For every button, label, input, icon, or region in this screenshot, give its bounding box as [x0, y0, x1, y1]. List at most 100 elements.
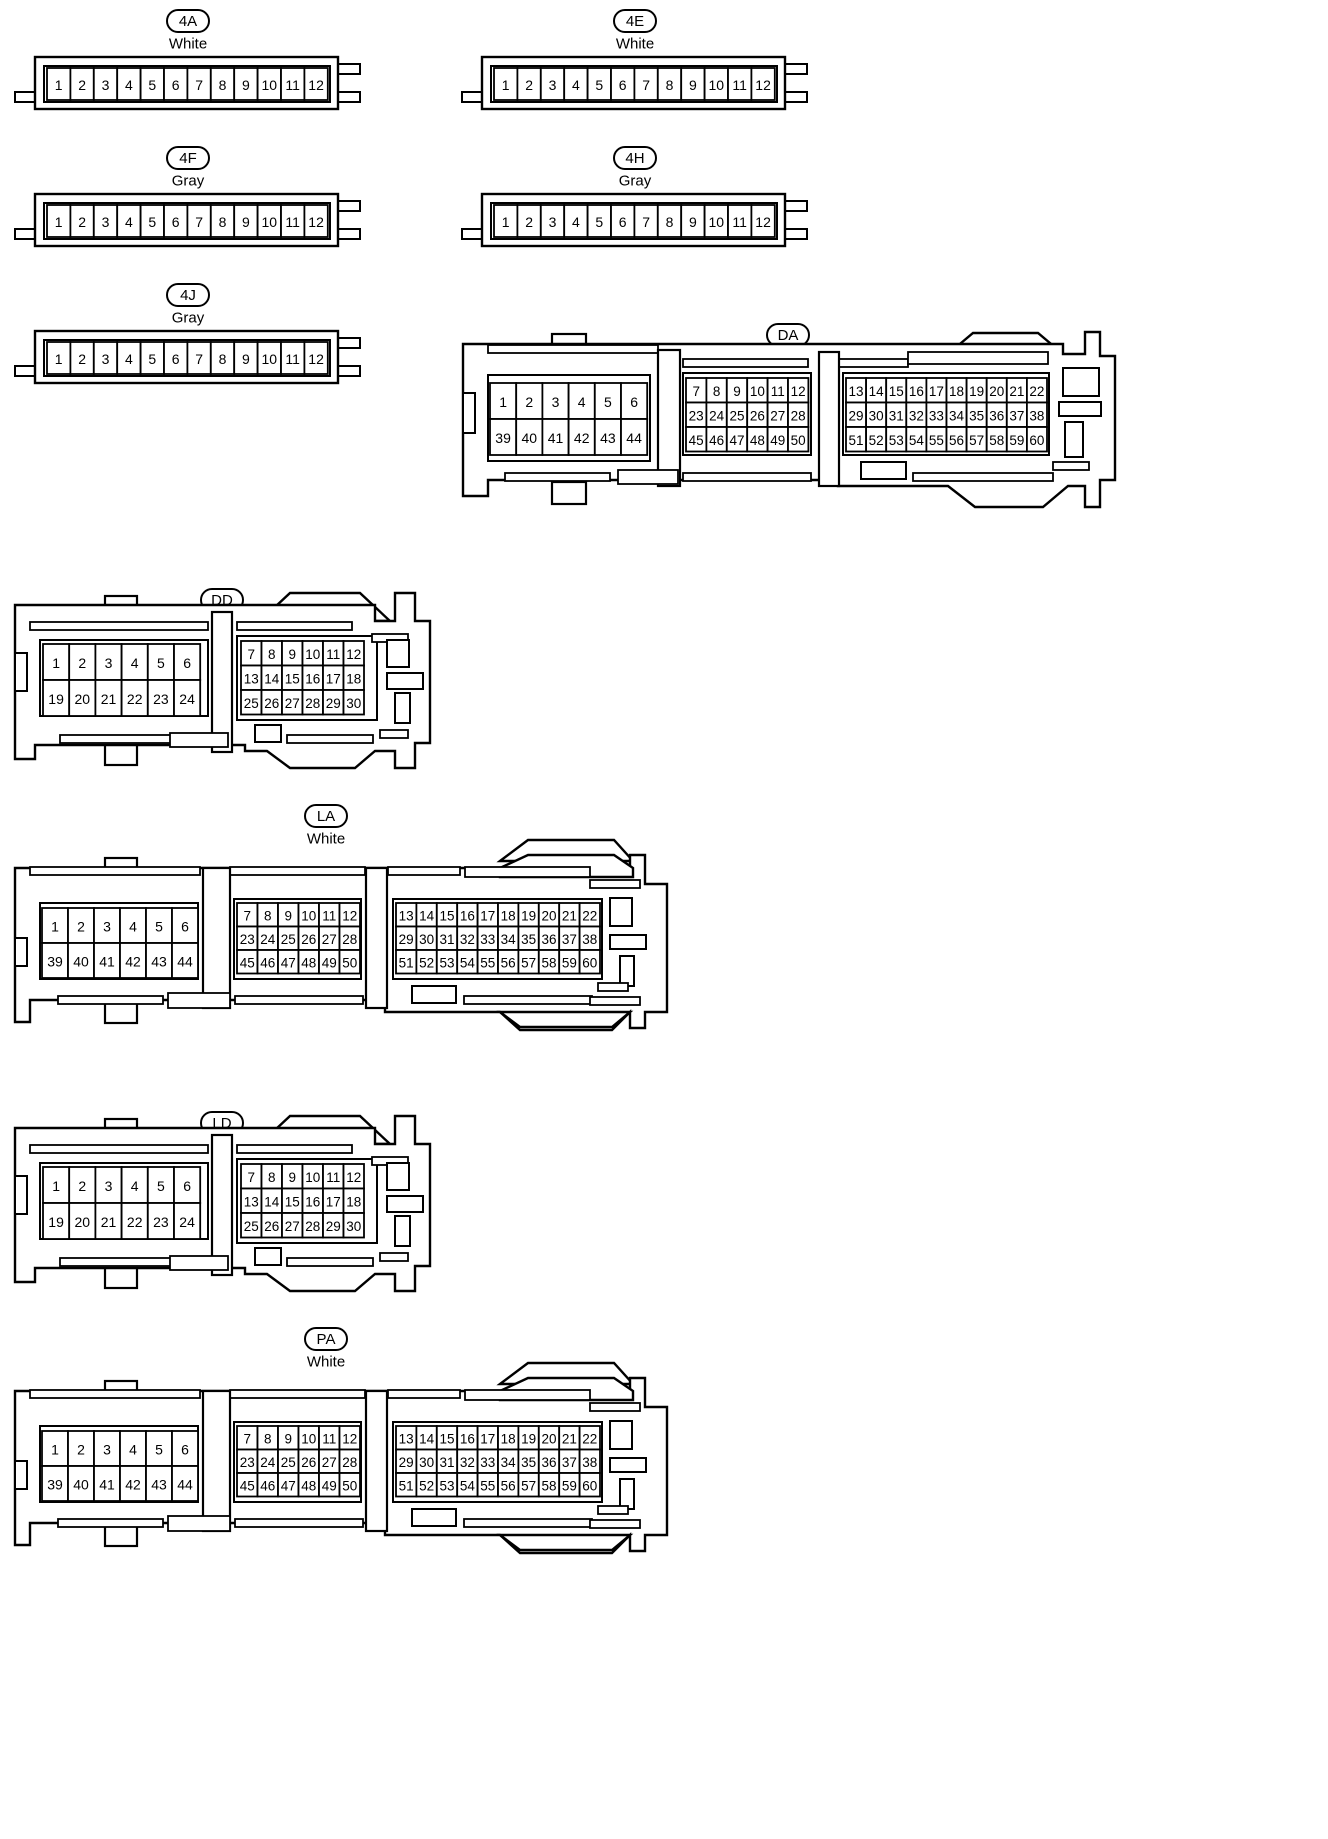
pin-number: 11: [771, 384, 785, 399]
pin-number: 1: [51, 1442, 59, 1458]
pin-number: 2: [525, 394, 533, 410]
pin-number: 2: [78, 1178, 86, 1194]
pin-number: 12: [755, 77, 771, 93]
housing-rail: [29, 1389, 201, 1399]
pin-number: 8: [666, 77, 674, 93]
pin-number: 20: [989, 384, 1004, 399]
pin-number: 20: [75, 691, 91, 707]
pin-number: 18: [346, 1194, 361, 1209]
pin-cell: [578, 949, 601, 975]
pin-number: 1: [51, 919, 59, 935]
housing-rail: [229, 866, 366, 876]
pin-number: 18: [949, 384, 964, 399]
pin-number: 9: [733, 384, 741, 399]
pin-number: 36: [541, 932, 556, 947]
pin-number: 5: [148, 77, 156, 93]
pin-cell: [119, 1430, 147, 1467]
pin-cell: [93, 942, 121, 979]
housing-end-slot: [609, 934, 647, 950]
pin-number: 23: [153, 691, 169, 707]
pin-number: 7: [195, 77, 203, 93]
pin-number: 10: [709, 77, 725, 93]
pin-number: 55: [480, 955, 495, 970]
pin-number: 49: [770, 433, 785, 448]
housing-end-slot: [386, 1195, 424, 1213]
pin-number: 17: [326, 1194, 341, 1209]
pin-cell: [120, 1166, 149, 1204]
pin-cell: [171, 942, 199, 979]
pin-number: 34: [501, 932, 517, 947]
pin-number: 52: [419, 1478, 434, 1493]
pin-number: 18: [501, 1431, 516, 1446]
pin-number: 36: [541, 1455, 556, 1470]
housing-end-slot: [1052, 461, 1090, 471]
pin-number: 50: [791, 433, 806, 448]
pin-number: 46: [260, 955, 275, 970]
pin-number: 17: [480, 1431, 495, 1446]
housing-side-tab: [335, 63, 361, 75]
pin-number: 18: [346, 671, 361, 686]
connector-color: White: [169, 36, 207, 53]
pin-number: 7: [642, 77, 650, 93]
pin-number: 5: [148, 351, 156, 367]
housing-rail: [286, 734, 374, 744]
housing-side-tab: [335, 91, 361, 103]
pin-cell: [173, 1202, 202, 1240]
pin-number: 33: [480, 932, 495, 947]
housing-end-slot: [379, 1252, 409, 1262]
pin-number: 17: [480, 908, 495, 923]
pin-number: 58: [541, 955, 556, 970]
pin-number: 11: [326, 1170, 340, 1185]
pin-number: 19: [521, 1431, 536, 1446]
pin-cell: [750, 204, 776, 238]
pin-number: 37: [562, 1455, 577, 1470]
pin-number: 23: [689, 408, 704, 423]
pin-number: 48: [301, 1478, 316, 1493]
pin-number: 9: [288, 647, 296, 662]
pin-cell: [171, 907, 199, 944]
pin-number: 24: [260, 1455, 276, 1470]
pin-number: 16: [909, 384, 924, 399]
pin-number: 12: [342, 908, 357, 923]
housing-key: [254, 1247, 282, 1266]
pin-cell: [68, 643, 97, 681]
pin-number: 17: [929, 384, 944, 399]
housing-end-slot: [1064, 421, 1084, 458]
pin-cell: [119, 1465, 147, 1502]
housing-rail: [907, 351, 1049, 365]
pin-number: 4: [131, 655, 139, 671]
pin-number: 60: [582, 1478, 597, 1493]
pin-number: 9: [288, 1170, 296, 1185]
pin-number: 13: [849, 384, 864, 399]
housing-rail: [463, 995, 593, 1005]
pin-number: 27: [322, 932, 337, 947]
pin-number: 9: [284, 908, 292, 923]
pin-cell: [145, 907, 173, 944]
pin-number: 7: [642, 214, 650, 230]
housing-divider: [201, 1389, 232, 1533]
pin-number: 2: [525, 214, 533, 230]
connector-code-badge: [166, 9, 210, 33]
pin-number: 7: [247, 647, 255, 662]
pin-number: 44: [177, 1477, 193, 1493]
pin-number: 60: [1029, 433, 1044, 448]
pin-cell: [120, 643, 149, 681]
pin-number: 13: [244, 1194, 259, 1209]
pin-cell: [541, 382, 570, 420]
pin-number: 1: [499, 394, 507, 410]
pin-number: 23: [240, 932, 255, 947]
pin-number: 12: [308, 214, 324, 230]
pin-number: 13: [399, 908, 414, 923]
pin-number: 3: [102, 77, 110, 93]
pin-number: 5: [155, 1442, 163, 1458]
pin-number: 28: [342, 1455, 357, 1470]
housing-lock-bump: [103, 741, 139, 767]
pin-cell: [93, 1430, 121, 1467]
pin-number: 5: [148, 214, 156, 230]
pin-number: 6: [183, 655, 191, 671]
